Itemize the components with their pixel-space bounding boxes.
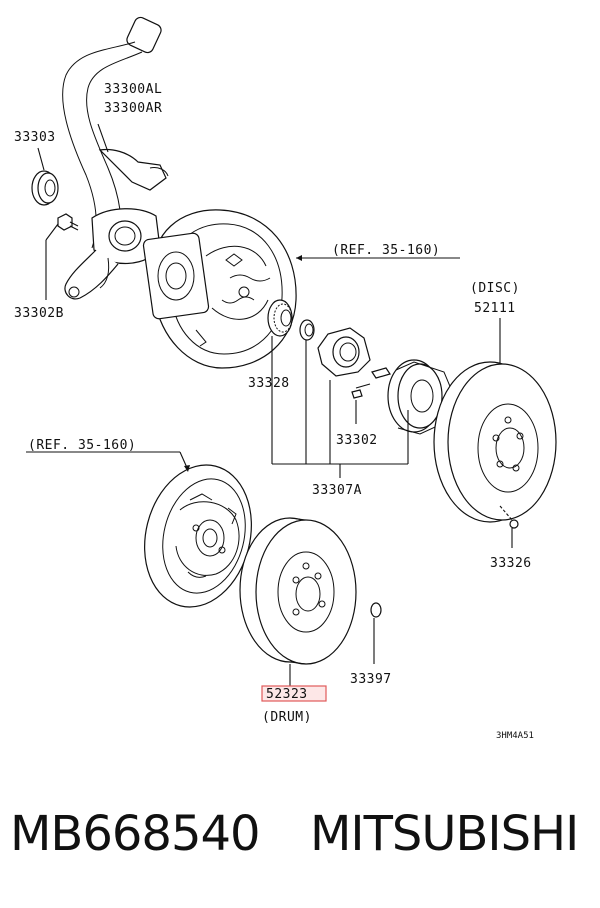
callout-drum-note: (DRUM) [262,710,312,725]
part-footer: MB668540 MITSUBISHI [10,806,600,876]
brake-drum-drawing [239,517,382,665]
callout-bearing: 33328 [248,376,290,391]
part-number: MB668540 [10,806,261,862]
brake-disc-drawing [433,361,557,529]
callout-hub-assembly: 33307A [312,483,362,498]
callout-knuckle-right: 33300AR [104,101,162,116]
callout-bolt: 33302B [14,306,64,321]
parts-diagram: 33300AL 33300AR 33303 33302B (REF. 35-16… [14,16,557,741]
backing-plate-top-drawing [142,209,297,369]
callout-ref-top: (REF. 35-160) [332,243,440,258]
callout-knuckle-left: 33300AL [104,82,162,97]
leader-lines [26,123,513,686]
callout-dust-cover: 33303 [14,130,56,145]
drum-highlight-box [261,685,327,702]
callout-drum: 52323 [266,687,308,702]
brand-name: MITSUBISHI [310,806,579,862]
hub-bearing-drawing [267,299,455,435]
backing-plate-bottom-drawing [144,464,252,608]
callout-ref-left: (REF. 35-160) [28,438,136,453]
knuckle-bolt-drawing [57,213,79,231]
callout-disc: 52111 [474,301,516,316]
diagram-code: 3HM4A51 [496,731,534,741]
callout-drum-screw: 33397 [350,672,392,687]
callout-hub-bolt: 33302 [336,433,378,448]
callout-disc-screw: 33326 [490,556,532,571]
callout-disc-note: (DISC) [470,281,520,296]
dust-cover-drawing [31,170,59,206]
